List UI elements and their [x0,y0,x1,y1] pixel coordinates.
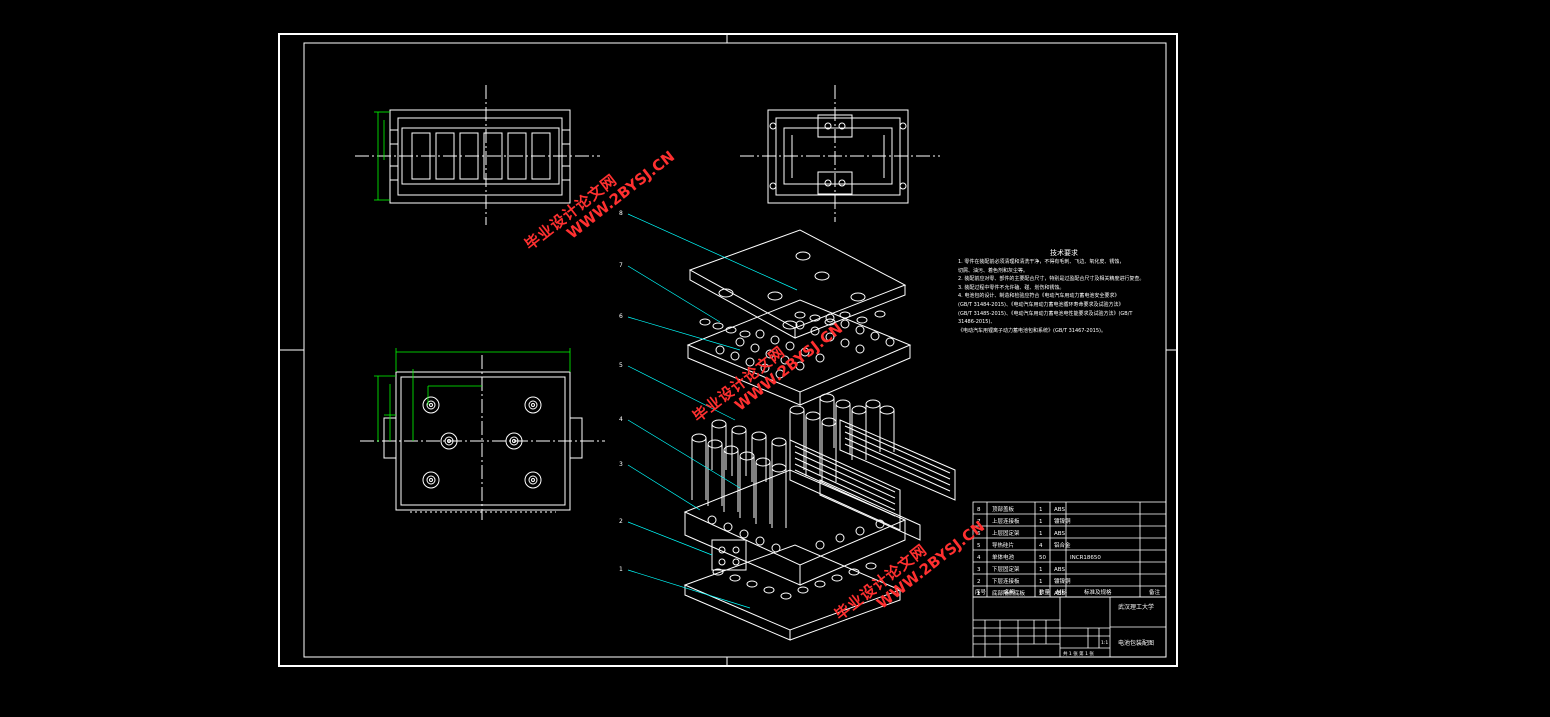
bom-header-qty: 数量 [1039,588,1051,596]
bom-row-code: INCR18650 [1070,555,1101,561]
bom-row-material: ABS [1054,507,1065,513]
bom-row-name: 下层连接板 [992,577,1020,585]
balloon-6: 6 [619,313,623,320]
bom-row-qty: 1 [1039,531,1043,537]
bom-row-qty: 50 [1039,555,1046,561]
heat-fins [789,419,956,541]
balloon-3: 3 [619,461,623,468]
tech-note-line: 切屑、油污、着色剂和灰尘等。 [958,267,1029,274]
bom-row-no: 7 [977,519,981,525]
bom-row-qty: 1 [1039,519,1043,525]
front-view [355,85,600,225]
bom-row-material: ABS [1054,531,1065,537]
bom-header-code: 标准及规格 [1084,588,1112,596]
bom-row-no: 3 [977,567,981,573]
bom-row-material: ABS [1054,567,1065,573]
bom-row-no: 6 [977,531,981,537]
side-view [740,85,940,222]
top-view-dimensions [374,348,571,442]
bom-row-material: 镀镍铜 [1054,517,1071,525]
bom-row-name: 下层固定架 [992,565,1020,573]
balloon-2: 2 [619,518,623,525]
tech-note-line: 4. 电池包的设计、制造和检验应符合《电动汽车用动力蓄电池安全要求》 [958,293,1120,300]
bom-row-name: 单体电池 [992,553,1015,561]
bom-row-name: 导热硅片 [992,541,1014,549]
bom-row-name: 上层固定架 [992,529,1020,537]
bom-row-no: 2 [977,579,981,585]
balloon-5: 5 [619,362,623,369]
bom-row-no: 5 [977,543,981,549]
balloon-labels: 8 7 6 5 4 3 2 1 [619,210,623,573]
bom-row-material: ABS [1054,591,1065,597]
drawing-name: 电池包装配图 [1118,639,1154,647]
lower-holder-holes [707,515,885,553]
tech-note-line: 3. 装配过程中零件不允许磕、碰、划伤和锈蚀。 [958,284,1065,291]
tech-requirements-notes: 1. 零件在装配前必须清理和清洗干净，不得有毛刺、飞边、氧化皮、锈蚀， 切屑、油… [958,258,1158,335]
tech-note-line: (GB/T 31484-2015)、《电动汽车用动力蓄电池循环寿命要求及试验方法… [958,301,1124,308]
bom-row-qty: 1 [1039,507,1043,513]
title-block-text: 武汉理工大学 电池包装配图 1:1 共 1 张 第 1 张 [1063,603,1154,657]
title-block [972,596,1167,658]
tech-note-line: 《电动汽车用锂离子动力蓄电池包和系统》(GB/T 31467-2015)。 [958,327,1106,334]
tech-note-line: 31486-2015)、 [958,319,996,326]
bom-row-qty: 1 [1039,591,1043,597]
scale-value: 1:1 [1101,640,1108,646]
bom-row-no: 4 [977,555,981,561]
isometric-exploded-view [683,229,956,641]
bom-row-no: 8 [977,507,981,513]
top-view [360,355,605,520]
balloon-7: 7 [619,262,623,269]
bom-row-name: 底部隔热底板 [992,589,1026,597]
bom-row-no: 1 [977,591,981,597]
tech-note-line: 1. 零件在装配前必须清理和清洗干净，不得有毛刺、飞边、氧化皮、锈蚀， [958,259,1125,265]
bom-header-remark: 备注 [1149,588,1161,596]
bom-header-no: 序号 [975,588,987,596]
sheet-count: 共 1 张 第 1 张 [1063,650,1094,657]
upper-connector-rings [699,310,886,338]
balloon-1: 1 [619,566,623,573]
bom-header-name: 名称 [1004,588,1016,596]
school-name: 武汉理工大学 [1118,603,1154,611]
front-view-dimensions [374,111,390,201]
bom-row-material: 镀镍铜 [1054,577,1071,585]
bom-row-name: 上层连接板 [992,517,1020,525]
tech-note-line: (GB/T 31485-2015)、《电动汽车用动力蓄电池电性能要求及试验方法》… [958,310,1133,317]
balloon-4: 4 [619,416,623,423]
leader-lines [627,213,798,609]
centering-marks [279,34,1177,666]
bom-row-material: 铝合金 [1054,541,1071,549]
balloon-8: 8 [619,210,623,217]
bom-row-qty: 1 [1039,567,1043,573]
bom-row-qty: 4 [1039,543,1043,549]
bom-header-material: 材料 [1056,588,1068,596]
upper-holder-holes [715,313,895,379]
bom-table [972,501,1167,598]
tech-requirements-title: 技术要求 [1050,249,1078,257]
tech-note-line: 2. 装配前应对零、部件的主要配合尺寸，特别是过盈配合尺寸及相关精度进行复查。 [958,276,1145,283]
bom-row-qty: 1 [1039,579,1043,585]
bom-row-name: 顶部盖板 [992,505,1015,513]
lower-connector-rings [712,562,877,600]
